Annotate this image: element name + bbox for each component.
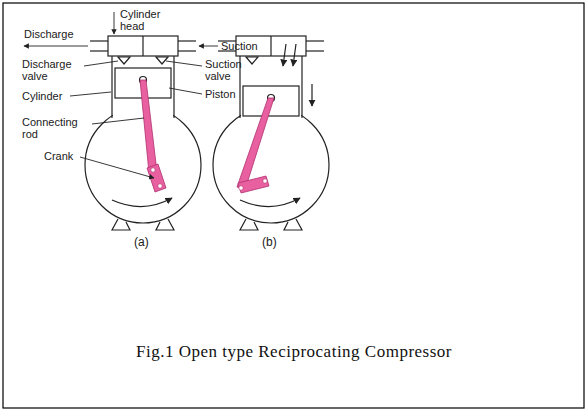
part-label: Connecting rod xyxy=(22,116,90,140)
subfigure-label: (a) xyxy=(134,236,149,248)
subfigure-label: (b) xyxy=(262,236,277,248)
flow-label: Suction xyxy=(221,40,258,52)
part-label: Cylinder head xyxy=(120,8,172,32)
part-label: Crank xyxy=(44,150,73,162)
part-label: Cylinder xyxy=(22,90,62,102)
part-label: Piston xyxy=(205,88,236,100)
part-label: Discharge valve xyxy=(22,58,84,82)
compressor-a xyxy=(85,36,201,230)
part-label: Suction valve xyxy=(205,58,265,82)
figure-caption: Fig.1 Open type Reciprocating Compressor xyxy=(136,342,452,362)
crank-b xyxy=(237,98,274,193)
figure-frame xyxy=(3,3,584,408)
flow-label: Discharge xyxy=(24,28,74,40)
